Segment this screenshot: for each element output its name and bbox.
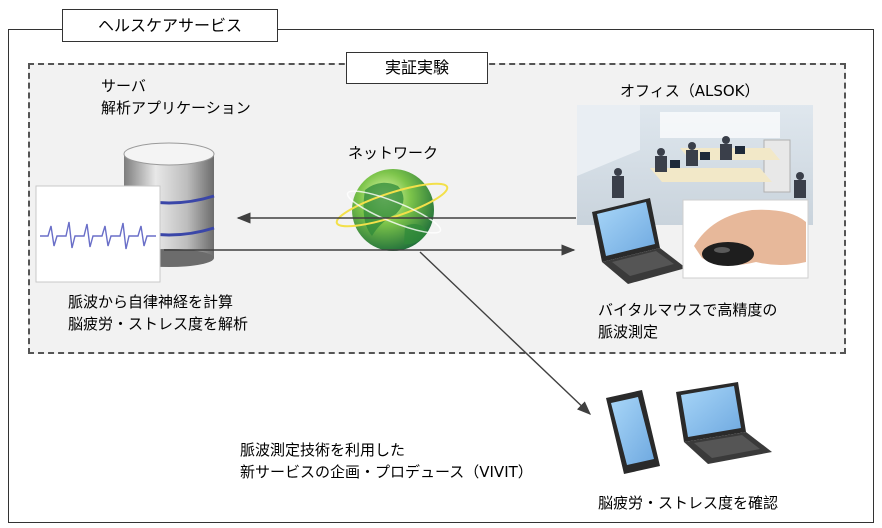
network-label: ネットワーク xyxy=(348,144,439,162)
laptop-icon xyxy=(592,198,686,284)
waveform-icon xyxy=(35,185,161,283)
smartphone-icon xyxy=(606,390,660,474)
server-caption-line1: 脈波から自律神経を計算 xyxy=(68,293,234,311)
globe-icon xyxy=(335,169,449,251)
office-caption-line2: 脈波測定 xyxy=(598,323,659,341)
healthcare-service-frame xyxy=(8,29,874,523)
trial-label: 実証実験 xyxy=(346,52,488,84)
devices-caption: 脳疲労・ストレス度を確認 xyxy=(598,494,779,512)
server-caption-line2: 脳疲労・ストレス度を解析 xyxy=(68,315,249,333)
office-caption-line1: バイタルマウスで高精度の xyxy=(598,301,778,319)
healthcare-service-label: ヘルスケアサービス xyxy=(62,9,278,42)
server-title-line1: サーバ xyxy=(101,77,146,95)
laptop-icon xyxy=(676,382,772,464)
vivit-line2: 新サービスの企画・プロデュース（VIVIT） xyxy=(240,463,533,481)
office-title: オフィス（ALSOK） xyxy=(620,82,760,100)
vivit-line1: 脈波測定技術を利用した xyxy=(240,441,406,459)
server-title-line2: 解析アプリケーション xyxy=(101,99,251,117)
mouse-photo xyxy=(682,199,809,279)
